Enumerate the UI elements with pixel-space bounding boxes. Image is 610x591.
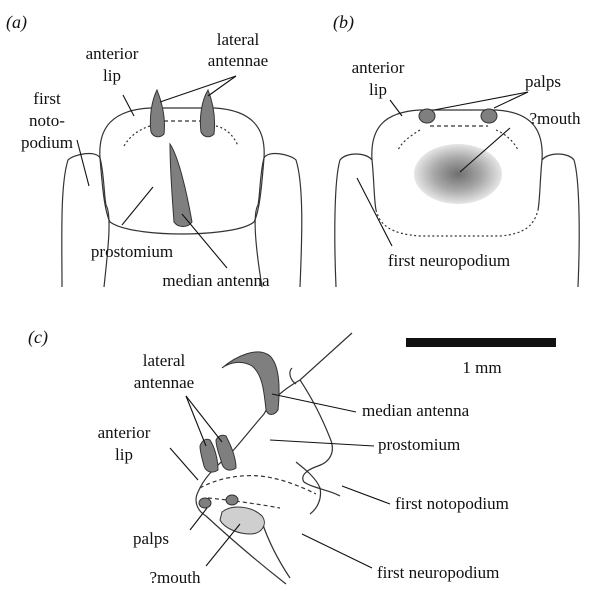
panel-c-body-upper-fold: [290, 368, 296, 384]
panel-b-leader-palp-1: [434, 92, 528, 110]
panel-c-leader-notopodium: [342, 486, 390, 504]
panel-b-mouth: [414, 144, 502, 204]
panel-a-lateral-antennae-line2: antennae: [208, 51, 268, 70]
panel-b-mouth-label: ?mouth: [530, 109, 581, 128]
panel-c-notopodium-outline: [300, 380, 340, 496]
panel-b: (b) anterior lip palps ?mouth first neur…: [333, 12, 581, 287]
panel-c-leader-lip: [170, 448, 198, 480]
panel-c-first-notopodium-label: first notopodium: [395, 494, 509, 513]
panel-a-leader-prostomium: [122, 187, 153, 225]
panel-c-head-dashed-line: [200, 476, 316, 494]
panel-c-anterior-lip-line2: lip: [115, 445, 133, 464]
panel-a-leader-lateral-1: [160, 76, 236, 102]
panel-b-palp-left: [419, 109, 435, 123]
panel-a-median-antenna-label: median antenna: [162, 271, 270, 290]
panel-c-leader-neuropodium: [302, 534, 372, 568]
panel-a-leader-notopodium: [77, 140, 89, 186]
panel-a-prostomium-label: prostomium: [91, 242, 173, 261]
panel-c-leader-lateral-2: [186, 396, 222, 442]
panel-a-right-notopodium: [255, 154, 302, 287]
panel-a-label: (a): [6, 12, 27, 33]
panel-c-lateral-antennae-line1: lateral: [143, 351, 186, 370]
panel-c-palps-label: palps: [133, 529, 169, 548]
panel-c-palp-right: [226, 495, 238, 505]
panel-a-lateral-antennae-line1: lateral: [217, 30, 260, 49]
panel-a-first-notopodium-line2: noto-: [29, 111, 65, 130]
panel-a-first-notopodium-line3: podium: [21, 133, 73, 152]
panel-b-right-neuropodium: [538, 154, 579, 287]
panel-c-anterior-lip-line1: anterior: [98, 423, 151, 442]
panel-c-lateral-antennae-line2: antennae: [134, 373, 194, 392]
panel-c-mouth: [220, 507, 264, 534]
panel-c-palp-left: [199, 498, 211, 508]
panel-c-prostomium-label: prostomium: [378, 435, 460, 454]
panel-c-neuropodium-outline: [262, 522, 290, 578]
panel-a-lip-dotted-left: [124, 126, 150, 146]
panel-c-leader-mouth: [206, 524, 240, 566]
panel-c-leader-prostomium: [270, 440, 374, 446]
panel-c-median-antenna-label: median antenna: [362, 401, 470, 420]
panel-c-mouth-label: ?mouth: [150, 568, 201, 587]
panel-b-lower-dotted-outline: [376, 210, 538, 236]
panel-a-lateral-antenna-left: [150, 90, 164, 137]
panel-b-anterior-lip-line1: anterior: [352, 58, 405, 77]
panel-c-leader-lateral-1: [186, 396, 206, 446]
panel-b-lip-dotted-left: [398, 130, 420, 150]
panel-c: (c) 1 mm lateral anten: [28, 327, 556, 587]
panel-a-first-notopodium-line1: first: [33, 89, 61, 108]
scale-bar: [406, 338, 556, 347]
panel-c-label: (c): [28, 327, 48, 348]
panel-b-label: (b): [333, 12, 354, 33]
panel-a-median-antenna: [170, 144, 192, 227]
panel-b-leader-lip: [390, 100, 402, 116]
panel-c-leader-palps: [190, 508, 207, 530]
panel-c-lip-dashed-line: [208, 498, 280, 508]
scale-bar-label: 1 mm: [462, 358, 501, 377]
panel-a-anterior-lip-line2: lip: [103, 66, 121, 85]
panel-c-first-neuropodium-label: first neuropodium: [377, 563, 499, 582]
panel-a-lateral-antenna-right: [200, 90, 214, 137]
panel-c-median-antenna: [222, 352, 279, 415]
panel-c-lateral-antenna-left: [200, 439, 218, 472]
panel-b-anterior-lip-line2: lip: [369, 80, 387, 99]
panel-a-leader-lateral-2: [208, 76, 236, 96]
panel-b-first-neuropodium-label: first neuropodium: [388, 251, 510, 270]
panel-b-left-neuropodium: [335, 154, 376, 287]
panel-b-palps-label: palps: [525, 72, 561, 91]
panel-a-leader-median: [182, 214, 227, 268]
panel-a-anterior-lip-line1: anterior: [86, 44, 139, 63]
panel-b-palp-right: [481, 109, 497, 123]
panel-a-lip-dotted-right: [216, 126, 238, 146]
panel-c-leader-median: [272, 394, 356, 412]
panel-b-lip-dotted-right: [496, 130, 518, 150]
panel-b-leader-palp-2: [494, 92, 528, 108]
panel-a: (a) lateral antennae anterior lip first …: [6, 12, 302, 290]
